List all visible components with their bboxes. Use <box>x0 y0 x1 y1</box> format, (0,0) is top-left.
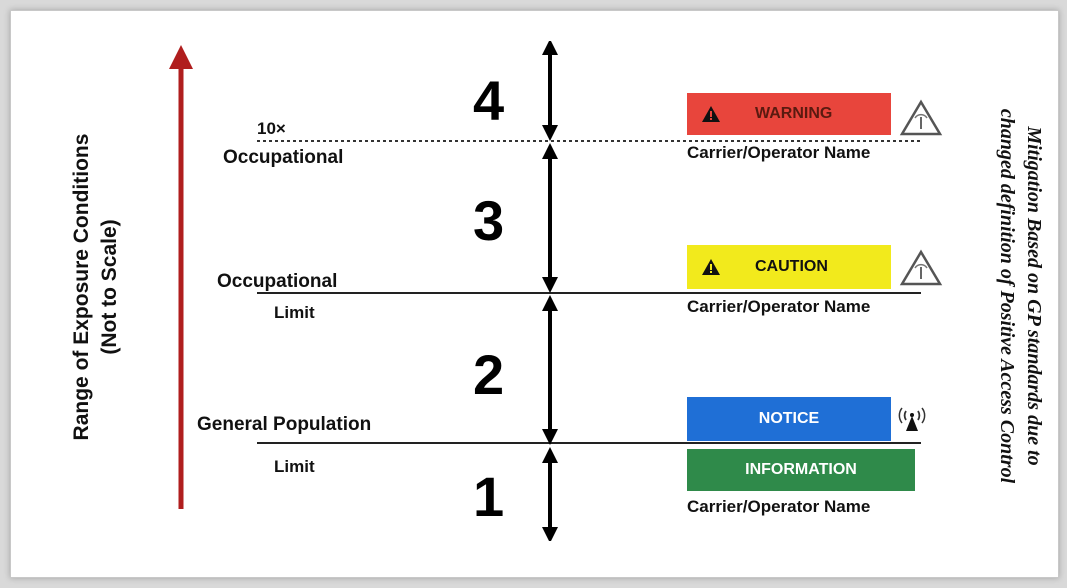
zone-arrows <box>542 41 558 541</box>
diagram-frame: Range of Exposure Conditions (Not to Sca… <box>10 10 1059 578</box>
ten-x-occupational-label: Occupational <box>223 147 344 168</box>
warning-sign: WARNING <box>687 93 891 135</box>
right-axis-title-line1: Mitigation Based on GP standards due to <box>1023 126 1045 466</box>
caution-sign-label: CAUTION <box>755 258 828 275</box>
rf-hazard-triangle-icon <box>899 99 943 136</box>
zone-3-number: 3 <box>473 189 505 252</box>
notice-sign: NOTICE <box>687 397 891 441</box>
occupational-limit-label-line1: Occupational <box>217 271 338 292</box>
ten-x-multiplier-label: 10× <box>257 119 286 138</box>
general-population-limit-label-line1: General Population <box>197 414 372 435</box>
boundary-lines <box>257 140 921 444</box>
rf-hazard-triangle-icon <box>899 249 943 286</box>
general-population-limit-label-line2: Limit <box>274 457 315 476</box>
caution-sign: CAUTION <box>687 245 891 289</box>
radio-antenna-icon <box>898 407 926 431</box>
information-operator-name: Carrier/Operator Name <box>687 497 871 516</box>
zone-2-number: 2 <box>473 343 505 406</box>
warning-sign-label: WARNING <box>755 105 833 122</box>
information-sign-label: INFORMATION <box>745 461 857 478</box>
warning-operator-name: Carrier/Operator Name <box>687 143 871 162</box>
right-axis-title-line2: changed definition of Positive Access Co… <box>996 108 1018 484</box>
warning-triangle-icon <box>702 106 720 122</box>
exposure-range-arrow <box>169 45 193 509</box>
information-sign: INFORMATION <box>687 449 915 491</box>
occupational-limit-label-line2: Limit <box>274 303 315 322</box>
zone-1-number: 1 <box>473 465 505 528</box>
caution-triangle-icon <box>702 259 720 275</box>
right-axis-title: Mitigation Based on GP standards due to … <box>991 26 1047 566</box>
zone-4-number: 4 <box>473 69 505 132</box>
notice-sign-label: NOTICE <box>758 410 820 427</box>
caution-operator-name: Carrier/Operator Name <box>687 297 871 316</box>
